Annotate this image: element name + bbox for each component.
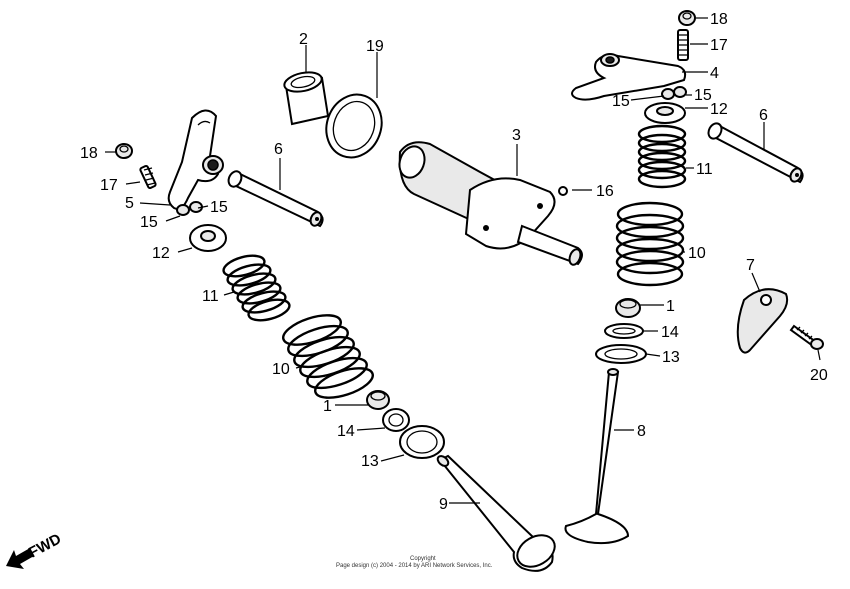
part-11-inner-spring-left bbox=[222, 254, 291, 322]
label-15-left-b: 15 bbox=[210, 199, 228, 216]
label-12-right: 12 bbox=[710, 101, 728, 118]
part-17-adjuster-screw-left bbox=[139, 164, 157, 190]
label-15-right-a: 15 bbox=[612, 93, 630, 110]
label-13-right: 13 bbox=[662, 349, 680, 366]
label-14-left: 14 bbox=[337, 423, 355, 440]
part-10-outer-spring-right bbox=[615, 201, 685, 287]
label-3: 3 bbox=[512, 127, 521, 144]
label-11-left: 11 bbox=[202, 288, 219, 305]
fwd-arrow-icon bbox=[6, 548, 34, 569]
part-13-seat-left bbox=[399, 425, 445, 459]
label-18-right: 18 bbox=[710, 11, 728, 28]
label-18-left: 18 bbox=[80, 145, 98, 162]
label-17-right: 17 bbox=[710, 37, 728, 54]
label-17-left: 17 bbox=[100, 177, 118, 194]
label-1-right: 1 bbox=[666, 298, 675, 315]
part-14-washer-right bbox=[604, 323, 644, 339]
part-7-plate bbox=[736, 288, 789, 354]
fwd-indicator: FWD bbox=[6, 530, 64, 569]
leader-lines bbox=[105, 17, 821, 504]
label-10-left: 10 bbox=[272, 361, 290, 378]
part-6-rocker-shaft-left bbox=[227, 170, 324, 228]
label-16: 16 bbox=[596, 183, 614, 200]
part-6-rocker-shaft-right bbox=[707, 122, 804, 184]
fwd-label: FWD bbox=[26, 530, 64, 561]
part-20-bolt bbox=[789, 324, 824, 350]
label-10-right: 10 bbox=[688, 245, 706, 262]
label-14-right: 14 bbox=[661, 324, 679, 341]
part-9-valve-left bbox=[436, 454, 556, 572]
part-12-retainer-right bbox=[644, 102, 686, 124]
part-16-pin bbox=[558, 186, 568, 196]
label-15-right-b: 15 bbox=[694, 87, 712, 104]
part-17-adjuster-screw-right bbox=[677, 29, 689, 61]
copyright-line1: Copyright bbox=[410, 556, 436, 562]
part-8-valve-right bbox=[564, 368, 630, 545]
part-rocker-arm-left bbox=[167, 109, 224, 210]
label-20: 20 bbox=[810, 367, 828, 384]
label-7: 7 bbox=[746, 257, 755, 274]
label-13-left: 13 bbox=[361, 453, 379, 470]
label-2: 2 bbox=[299, 31, 308, 48]
part-3-camshaft bbox=[398, 141, 583, 266]
label-12-left: 12 bbox=[152, 245, 170, 262]
part-11-inner-spring-right bbox=[637, 124, 687, 189]
label-19: 19 bbox=[366, 38, 384, 55]
label-9: 9 bbox=[439, 496, 448, 513]
label-1-left: 1 bbox=[323, 398, 332, 415]
part-13-seat-right bbox=[595, 344, 647, 364]
part-12-retainer-left bbox=[189, 224, 227, 252]
part-15-nuts-right bbox=[661, 86, 687, 100]
part-1-seal-left bbox=[366, 390, 390, 410]
label-11-right: 11 bbox=[696, 161, 713, 178]
part-4-rocker-arm-right bbox=[571, 53, 687, 101]
copyright-notice: Copyright Page design (c) 2004 - 2014 by… bbox=[336, 556, 493, 569]
label-15-left-a: 15 bbox=[140, 214, 158, 231]
part-1-seal-right bbox=[615, 298, 641, 318]
label-5: 5 bbox=[125, 195, 134, 212]
label-6-left: 6 bbox=[274, 141, 283, 158]
label-8: 8 bbox=[637, 423, 646, 440]
part-14-washer-left bbox=[382, 408, 410, 432]
part-18-nut-left bbox=[115, 143, 133, 159]
part-2-bearing bbox=[283, 71, 330, 126]
part-19-oring bbox=[325, 93, 383, 159]
part-labels: 2 19 3 16 6 6 18 17 5 15 15 12 11 10 1 1… bbox=[80, 11, 828, 513]
copyright-line2: Page design (c) 2004 - 2014 by ARI Netwo… bbox=[336, 563, 493, 569]
label-4: 4 bbox=[710, 65, 719, 82]
part-18-nut-right bbox=[678, 10, 696, 26]
part-10-outer-spring-left bbox=[282, 314, 374, 399]
label-6-right: 6 bbox=[759, 107, 768, 124]
